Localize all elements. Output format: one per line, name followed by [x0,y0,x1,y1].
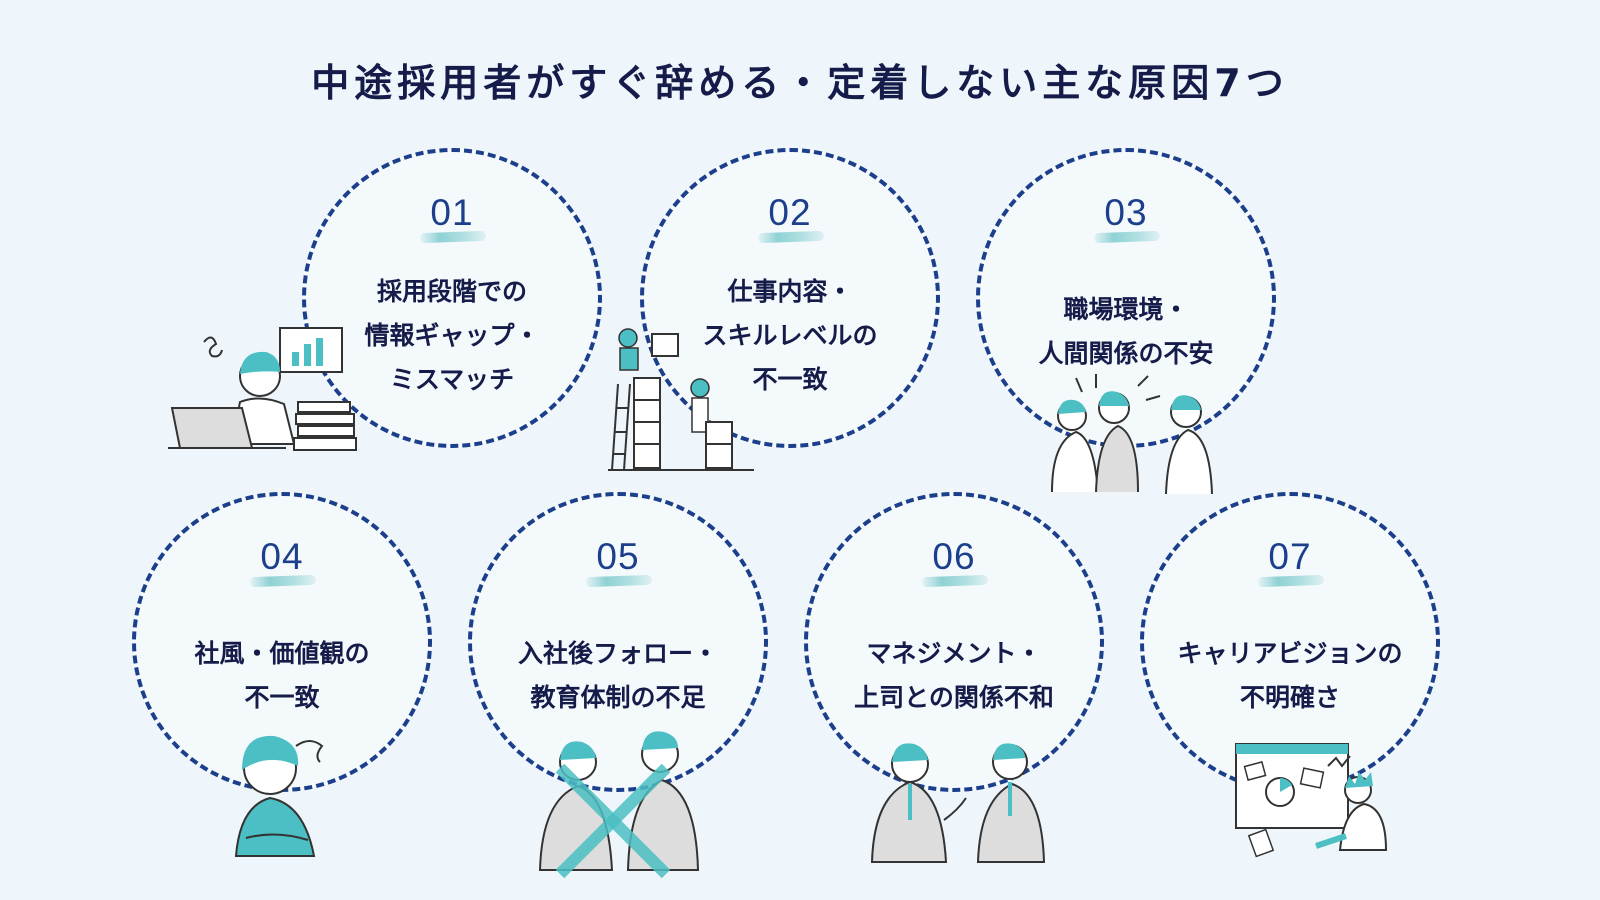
cause-item-07: 07 キャリアビジョンの 不明確さ [1140,492,1440,792]
cause-label-line: 教育体制の不足 [530,683,706,712]
colleagues-arguing-icon [1046,372,1226,502]
stressed-person-with-charts-icon [1232,740,1392,864]
cause-label: 社風・価値観の 不一致 [152,632,412,720]
dashed-circle [302,148,602,448]
confused-woman-icon [226,728,356,860]
cause-label-line: 人間関係の不安 [1038,339,1214,368]
cause-label-line: 職場環境・ [1063,295,1189,324]
dashed-circle [1140,492,1440,792]
dashed-circle [468,492,768,792]
cause-number: 02 [768,192,812,233]
boss-and-subordinate-icon [864,736,1050,866]
cause-number: 04 [260,536,304,577]
cause-number: 06 [932,536,976,577]
dashed-circle [804,492,1104,792]
failed-handshake-icon [538,728,702,879]
frustrated-person-at-laptop-icon [168,322,364,462]
cause-label-line: 不一致 [752,365,828,394]
cause-label-line: 情報ギャップ・ [364,321,540,350]
cause-item-01: 01 採用段階での 情報ギャップ・ ミスマッチ [302,148,602,448]
cause-label-line: 社風・価値観の [194,639,370,668]
cause-label-line: ミスマッチ [389,365,515,394]
cause-label: マネジメント・ 上司との関係不和 [824,632,1084,720]
cause-label: 仕事内容・ スキルレベルの 不一致 [660,270,920,402]
cause-number: 03 [1104,192,1148,233]
cause-label-line: 仕事内容・ [727,277,853,306]
page-title: 中途採用者がすぐ辞める・定着しない主な原因7つ [311,61,1289,105]
cause-number: 01 [430,192,474,233]
cause-label-line: 採用段階での [376,277,527,306]
cause-label-line: スキルレベルの [702,321,878,350]
cause-number: 05 [596,536,640,577]
cause-item-06: 06 マネジメント・ 上司との関係不和 [804,492,1104,792]
cause-label: 入社後フォロー・ 教育体制の不足 [488,632,748,720]
cause-label: キャリアビジョンの 不明確さ [1160,632,1420,720]
cause-label-line: キャリアビジョンの [1177,639,1403,668]
cause-label: 採用段階での 情報ギャップ・ ミスマッチ [322,270,582,402]
cause-number: 07 [1268,536,1312,577]
cause-label-line: 不一致 [244,683,320,712]
cause-label-line: 不明確さ [1239,683,1340,712]
cause-label: 職場環境・ 人間関係の不安 [996,288,1256,376]
cause-item-02: 02 仕事内容・ スキルレベルの 不一致 [640,148,940,448]
cause-label-line: 入社後フォロー・ [517,639,718,668]
dashed-circle [640,148,940,448]
cause-label-line: 上司との関係不和 [854,683,1054,712]
cause-item-05: 05 入社後フォロー・ 教育体制の不足 [468,492,768,792]
cause-label-line: マネジメント・ [866,639,1042,668]
people-stacking-boxes-icon [608,324,758,476]
